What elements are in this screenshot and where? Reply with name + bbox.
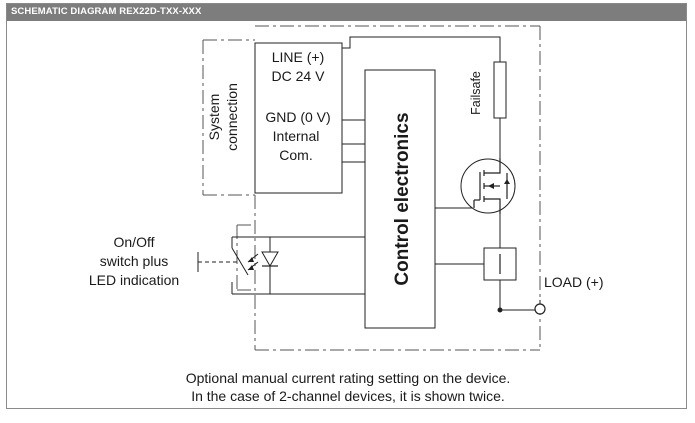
led-triangle [261, 251, 279, 268]
junction-dot [497, 307, 503, 313]
mosfet-symbol [460, 158, 516, 214]
footnote-line2: In the case of 2-channel devices, it is … [191, 388, 505, 404]
terminal-block [254, 42, 343, 194]
connection-label: connection [224, 83, 240, 151]
mosfet-arrow [488, 183, 494, 189]
led-symbol [247, 251, 279, 271]
led-arrow-head-1 [248, 257, 254, 262]
led-arrow-head-2 [248, 265, 254, 270]
line-plus-wire [342, 36, 501, 62]
mosfet-diode [504, 179, 510, 184]
switch-label-line3: LED indication [89, 272, 179, 288]
switch-symbol [197, 237, 249, 294]
load-wire [500, 300, 541, 311]
com-label: Com. [279, 147, 312, 163]
mosfet-drain [484, 158, 501, 174]
mosfet-source [484, 198, 501, 214]
switch-blade [231, 247, 249, 276]
switch-label-line2: switch plus [100, 253, 168, 269]
diagram-frame: SCHEMATIC DIAGRAM REX22D-TXX-XXX [6, 3, 687, 409]
line-plus-label: LINE (+) [272, 49, 325, 65]
load-label: LOAD (+) [544, 274, 604, 290]
load-terminal [534, 303, 546, 315]
failsafe-fuse [493, 61, 507, 119]
diagram-title: SCHEMATIC DIAGRAM REX22D-TXX-XXX [11, 6, 202, 17]
footnote-line1: Optional manual current rating setting o… [186, 370, 511, 386]
header-bar: SCHEMATIC DIAGRAM REX22D-TXX-XXX [7, 4, 686, 21]
dc-24v-label: DC 24 V [272, 68, 326, 84]
system-label: System [206, 94, 222, 141]
gnd-label: GND (0 V) [265, 109, 330, 125]
control-electronics-label: Control electronics [392, 112, 413, 285]
internal-label: Internal [273, 128, 320, 144]
failsafe-label: Failsafe [469, 71, 483, 115]
switch-label-line1: On/Off [114, 234, 155, 250]
control-electronics-box [364, 69, 436, 329]
